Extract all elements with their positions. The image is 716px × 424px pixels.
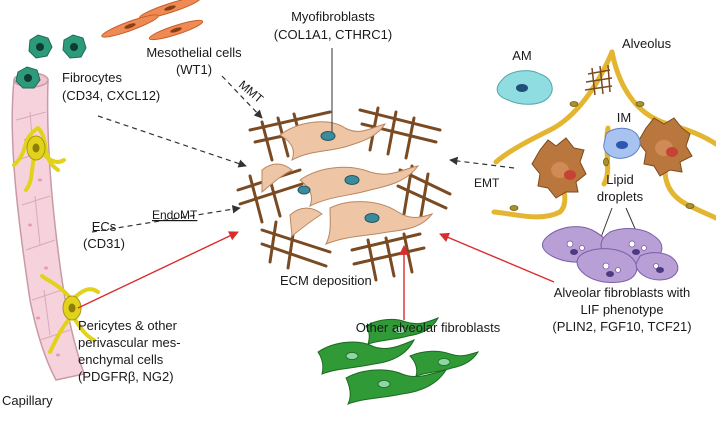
label-lif-line2: LIF phenotype: [580, 302, 663, 317]
other-alveolar-fibroblast-nuclei: [345, 326, 451, 388]
label-ecs-markers: (CD31): [83, 236, 125, 251]
arrow-mmt: [221, 75, 263, 119]
label-am: AM: [512, 48, 532, 63]
label-endomt: EndoMT: [152, 208, 198, 222]
lif-nuclei: [570, 249, 664, 277]
label-pericytes-line1: Pericytes & other: [78, 318, 178, 333]
label-alveolus: Alveolus: [622, 36, 672, 51]
arrow-endomt: [91, 205, 241, 233]
alveolar-macrophage: [496, 70, 553, 105]
transition-arrows: [77, 75, 555, 320]
mesothelial-cells: [101, 0, 204, 41]
label-im: IM: [617, 110, 631, 125]
myofibroblast-nuclei: [297, 131, 380, 223]
label-emt: EMT: [474, 176, 500, 190]
pericyte-cell-upper: [12, 126, 66, 192]
label-mesothelial: Mesothelial cells: [146, 45, 242, 60]
alveolus-collagen-patch: [584, 64, 613, 96]
label-capillary: Capillary: [2, 393, 53, 408]
alveolar-type2-cell-right: [637, 117, 693, 177]
arrow-emt: [449, 156, 515, 169]
arrow-lif-fibroblasts: [439, 232, 555, 283]
label-pericytes-markers: (PDGFRβ, NG2): [78, 369, 174, 384]
lif-lipid-droplets: [566, 240, 659, 273]
alveolar-wall-nuclei: [509, 101, 695, 211]
fibrocyte-cells: [15, 34, 87, 89]
pericyte-cell-lower: [40, 274, 100, 354]
capillary-vessel: [11, 72, 85, 381]
label-droplets: droplets: [597, 189, 644, 204]
label-mesothelial-markers: (WT1): [176, 62, 212, 77]
myofibroblast-cells: [261, 121, 434, 245]
interstitial-macrophage: [603, 127, 641, 159]
label-other-alveolar-fibroblasts: Other alveolar fibroblasts: [356, 320, 501, 335]
label-myofibroblasts: Myofibroblasts: [291, 9, 375, 24]
arrow-pericytes: [77, 231, 239, 309]
label-lipid: Lipid: [606, 172, 633, 187]
label-myofibroblasts-markers: (COL1A1, CTHRC1): [274, 27, 392, 42]
other-alveolar-fibroblast-cells: [317, 317, 480, 405]
label-pericytes-line3: enchymal cells: [78, 352, 164, 367]
label-lif-markers: (PLIN2, FGF10, TCF21): [552, 319, 691, 334]
label-fibrocytes-markers: (CD34, CXCL12): [62, 88, 160, 103]
alveolar-type2-cell-left: [531, 137, 587, 199]
label-lif-line1: Alveolar fibroblasts with: [554, 285, 691, 300]
arrow-fibrocytes: [97, 115, 247, 168]
label-ecm-deposition: ECM deposition: [280, 273, 372, 288]
label-mmt: MMT: [236, 78, 266, 107]
label-fibrocytes: Fibrocytes: [62, 70, 122, 85]
label-pericytes-line2: perivascular mes-: [78, 335, 181, 350]
label-ecs: ECs: [92, 219, 117, 234]
